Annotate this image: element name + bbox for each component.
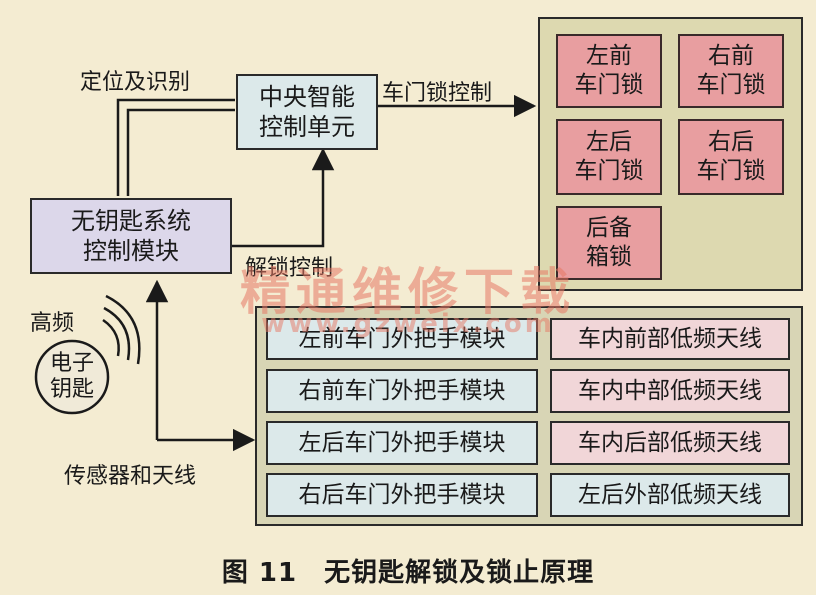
radio-wave-1 [102,318,120,357]
antenna-interior-rear: 车内后部低频天线 [550,421,790,465]
keyless-control-module: 无钥匙系统 控制模块 [30,198,232,274]
radio-wave-3 [105,294,141,365]
handle-module-rear-right: 右后车门外把手模块 [266,473,538,517]
antenna-interior-middle: 车内中部低频天线 [550,369,790,413]
lock-front-left: 左前 车门锁 [556,34,662,108]
electronic-key-circle [34,339,110,415]
lock-trunk: 后备 箱锁 [556,206,662,280]
link-positioning-outer [116,98,235,196]
label-unlock-control: 解锁控制 [245,256,334,281]
label-positioning: 定位及识别 [80,70,191,95]
handle-module-front-right: 右前车门外把手模块 [266,369,538,413]
label-door-lock-control: 车门锁控制 [382,81,493,106]
link-positioning-inner [126,108,235,196]
lock-rear-right: 右后 车门锁 [678,119,784,195]
electronic-key-label: 电子 钥匙 [49,351,94,403]
handle-module-rear-left: 左后车门外把手模块 [266,421,538,465]
antenna-interior-front: 车内前部低频天线 [550,318,790,360]
central-control-unit: 中央智能 控制单元 [236,74,378,150]
arrow-unlock-control [232,147,335,248]
lock-rear-left: 左后 车门锁 [556,119,662,195]
radio-wave-2 [103,306,131,361]
handle-module-front-left: 左前车门外把手模块 [266,318,538,360]
figure-caption: 图 11 无钥匙解锁及锁止原理 [221,558,595,588]
label-high-frequency: 高频 [30,311,75,336]
lock-front-right: 右前 车门锁 [678,34,784,108]
antenna-exterior-rear-left: 左后外部低频天线 [550,473,790,517]
label-sensors-antennas: 传感器和天线 [64,464,197,489]
